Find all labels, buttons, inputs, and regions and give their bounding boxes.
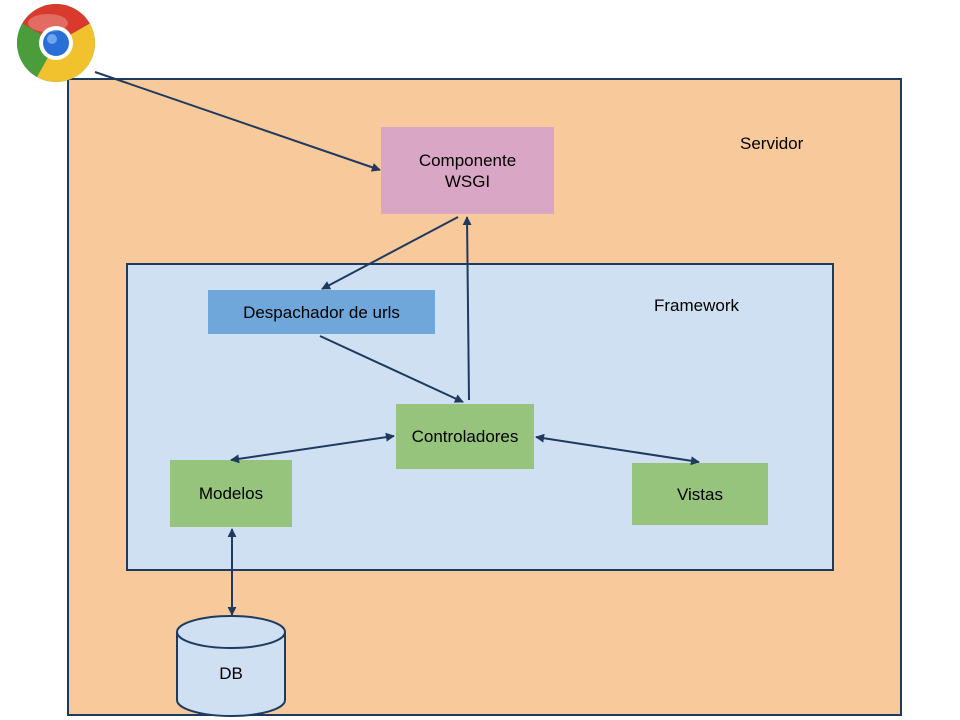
framework-label: Framework: [654, 296, 740, 315]
models-label: Modelos: [198, 484, 264, 503]
servidor-label: Servidor: [740, 134, 804, 153]
controllers-node: Controladores: [396, 404, 534, 469]
views-label: Vistas: [677, 484, 723, 504]
url-dispatcher-label: Despachador de urls: [243, 302, 400, 322]
wsgi-label-line2: WSGI: [444, 171, 491, 191]
models-node: Modelos: [170, 460, 292, 527]
chrome-browser-icon: [17, 3, 96, 83]
wsgi-component-node: Componente WSGI: [381, 127, 554, 214]
db-label: DB: [219, 664, 243, 683]
views-node: Vistas: [632, 463, 768, 525]
controllers-label: Controladores: [411, 427, 519, 446]
url-dispatcher-node: Despachador de urls: [208, 290, 435, 334]
wsgi-label-line1: Componente: [418, 150, 517, 170]
